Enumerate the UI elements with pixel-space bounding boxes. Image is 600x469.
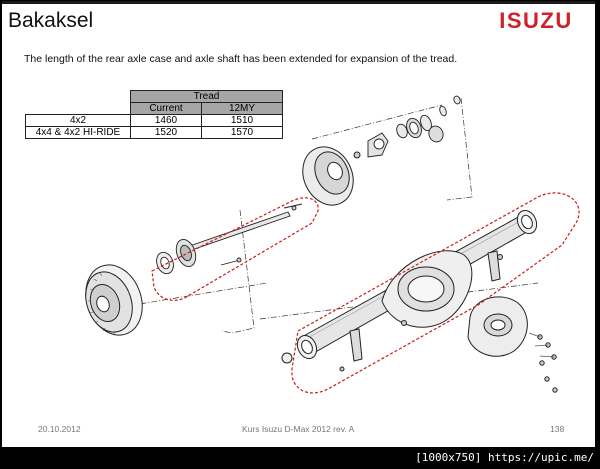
tread-header: Tread — [130, 90, 283, 103]
watermark-strip — [0, 448, 600, 469]
logo-text: ISUZU — [499, 8, 573, 32]
axle-housing-highlight — [291, 192, 580, 394]
assembly-guide-lines — [96, 97, 539, 334]
table-row: 4x4 & 4x2 HI-RIDE 1520 1570 — [25, 126, 283, 139]
column-header-12my: 12MY — [201, 102, 283, 115]
watermark-text: [1000x750] https://upic.me/ — [415, 451, 594, 464]
footer-page-number: 138 — [550, 424, 565, 434]
axle-shaft-icon — [156, 203, 303, 275]
cell-12my: 1570 — [201, 126, 283, 139]
backing-plate-icon — [302, 146, 361, 206]
rear-axle-housing-icon — [281, 209, 538, 372]
footer-course: Kurs Isuzu D-Max 2012 rev. A — [242, 424, 355, 434]
axle-exploded-diagram — [85, 95, 580, 394]
brake-drum-icon — [85, 264, 143, 336]
top-rule — [2, 1, 595, 4]
tread-table: Tread Current 12MY 4x2 1460 1510 4x4 & 4… — [25, 90, 283, 139]
isuzu-logo: ISUZU — [499, 8, 573, 32]
axle-shaft-highlight — [151, 197, 319, 301]
differential-carrier-icon — [467, 296, 558, 393]
footer-date: 20.10.2012 — [38, 424, 81, 434]
slide-subtitle: The length of the rear axle case and axl… — [24, 53, 458, 65]
table-row: 4x2 1460 1510 — [25, 114, 283, 127]
bearing-stack-icon — [367, 95, 461, 158]
slide-title: Bakaksel — [8, 9, 94, 32]
slide: Bakaksel ISUZU The length of the rear ax… — [2, 1, 595, 447]
